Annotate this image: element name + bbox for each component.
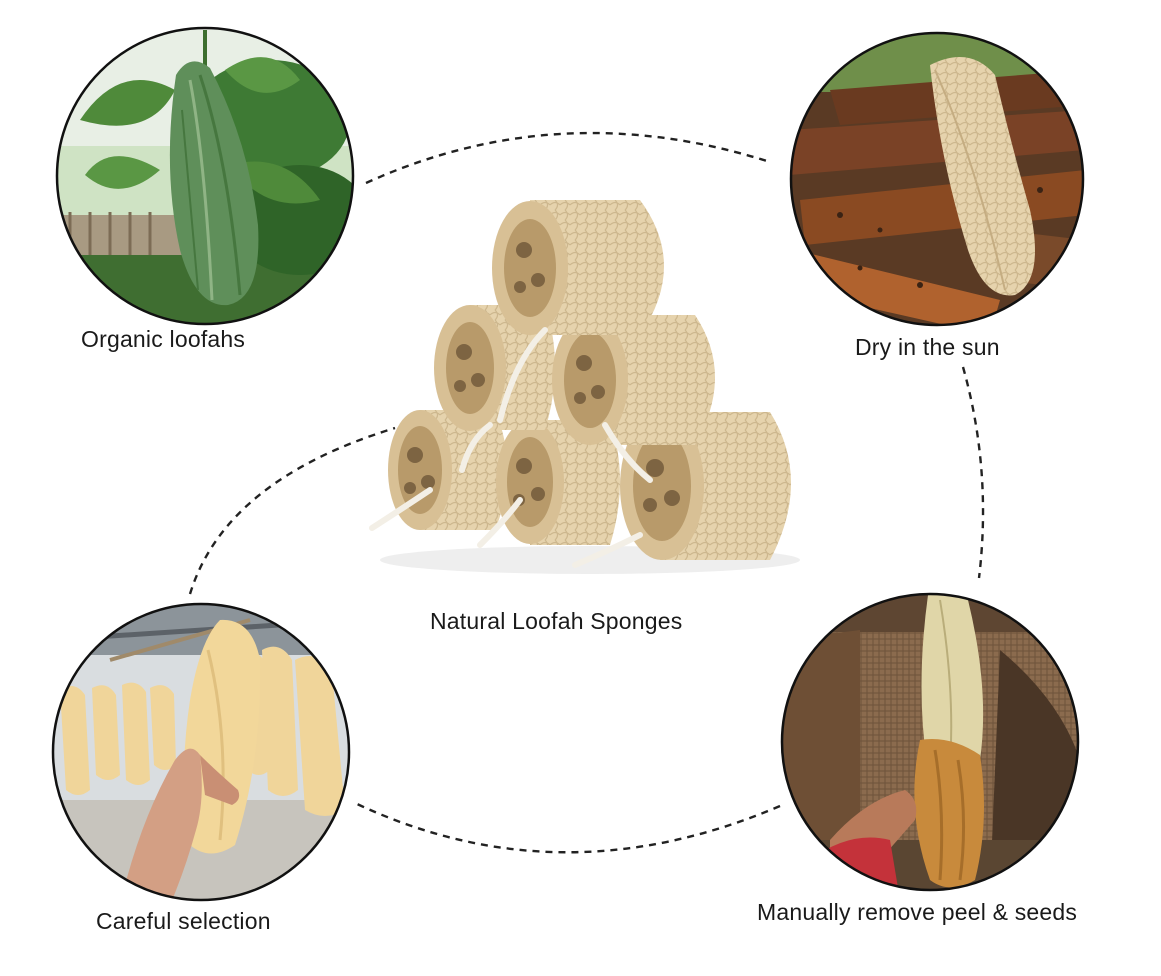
connector-sun-to-peel (961, 366, 985, 579)
label-organic-loofahs: Organic loofahs (81, 326, 246, 352)
connectors (188, 131, 985, 854)
sponge-middle-right (552, 315, 715, 445)
connector-selection-to-center (188, 426, 396, 595)
photo-dry-in-sun (789, 31, 1085, 327)
sponge-bottom-right (620, 412, 791, 560)
photo-remove-peel (780, 592, 1080, 892)
photo-organic-loofahs (55, 26, 355, 326)
label-remove-peel-seeds: Manually remove peel & seeds (757, 899, 1078, 925)
label-dry-in-the-sun: Dry in the sun (855, 334, 1000, 360)
connector-organic-to-sun (365, 131, 771, 185)
sponge-middle-left (434, 305, 555, 431)
sponge-top (492, 200, 664, 335)
connector-peel-to-selection (354, 801, 781, 854)
photo-careful-selection (51, 602, 351, 902)
label-careful-selection: Careful selection (96, 908, 271, 934)
sponge-ropes (369, 327, 653, 568)
label-natural-loofah-sponges: Natural Loofah Sponges (430, 608, 683, 634)
loofah-sponge-pyramid (369, 200, 800, 574)
